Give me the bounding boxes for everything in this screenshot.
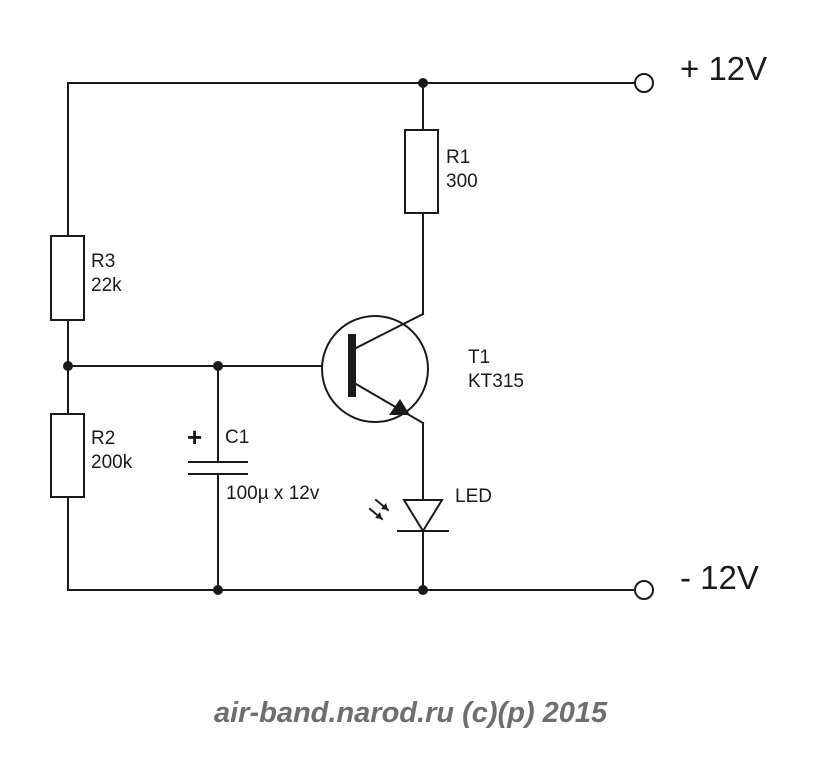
resistor-r2: [50, 413, 85, 498]
negative-terminal: [634, 580, 654, 600]
light-arrow-icon-2: [375, 512, 382, 519]
positive-terminal: [634, 73, 654, 93]
capacitor-polarity-label: +: [187, 422, 202, 452]
r2-ref-label: R2: [91, 428, 115, 449]
junction-dot: [213, 585, 223, 595]
negative-rail-label: - 12V: [680, 559, 759, 596]
r1-value-label: 300: [446, 171, 478, 192]
transistor-collector-lead: [354, 312, 425, 350]
r1-ref-label: R1: [446, 147, 470, 168]
c1-value-label: 100µ x 12v: [226, 483, 320, 504]
r3-ref-label: R3: [91, 251, 115, 272]
resistor-r3: [50, 235, 85, 321]
transistor-body: [321, 315, 429, 423]
junction-dot: [213, 361, 223, 371]
t1-ref-label: T1: [468, 347, 490, 368]
transistor-emitter-lead: [354, 382, 425, 425]
credit-text: air-band.narod.ru (c)(p) 2015: [214, 697, 608, 729]
t1-value-label: KT315: [468, 371, 524, 392]
resistor-r1: [404, 129, 439, 214]
positive-rail-label: + 12V: [680, 50, 767, 87]
r2-value-label: 200k: [91, 452, 133, 473]
light-arrow-icon: [381, 503, 388, 510]
c1-ref-label: C1: [225, 427, 249, 448]
junction-dot: [63, 361, 73, 371]
led-label: LED: [455, 486, 492, 507]
led-triangle: [402, 499, 444, 533]
emitter-arrow-icon: [389, 399, 410, 415]
r3-value-label: 22k: [91, 275, 122, 296]
junction-dot: [418, 78, 428, 88]
junction-dot: [418, 585, 428, 595]
